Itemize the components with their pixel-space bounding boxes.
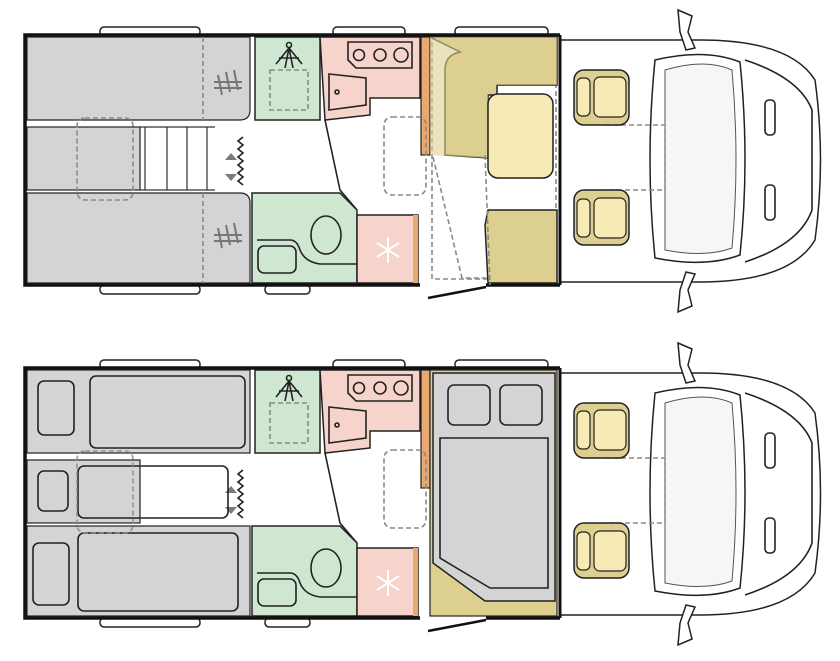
rear-single-beds (26, 36, 251, 284)
floor-plan-bed (23, 341, 823, 647)
rear-single-beds (26, 369, 251, 617)
front-bed (429, 369, 558, 617)
hatch-icon (214, 69, 242, 96)
hatch-icon (214, 222, 242, 249)
dinette (429, 36, 558, 286)
floor-plan-dinette (23, 8, 823, 314)
